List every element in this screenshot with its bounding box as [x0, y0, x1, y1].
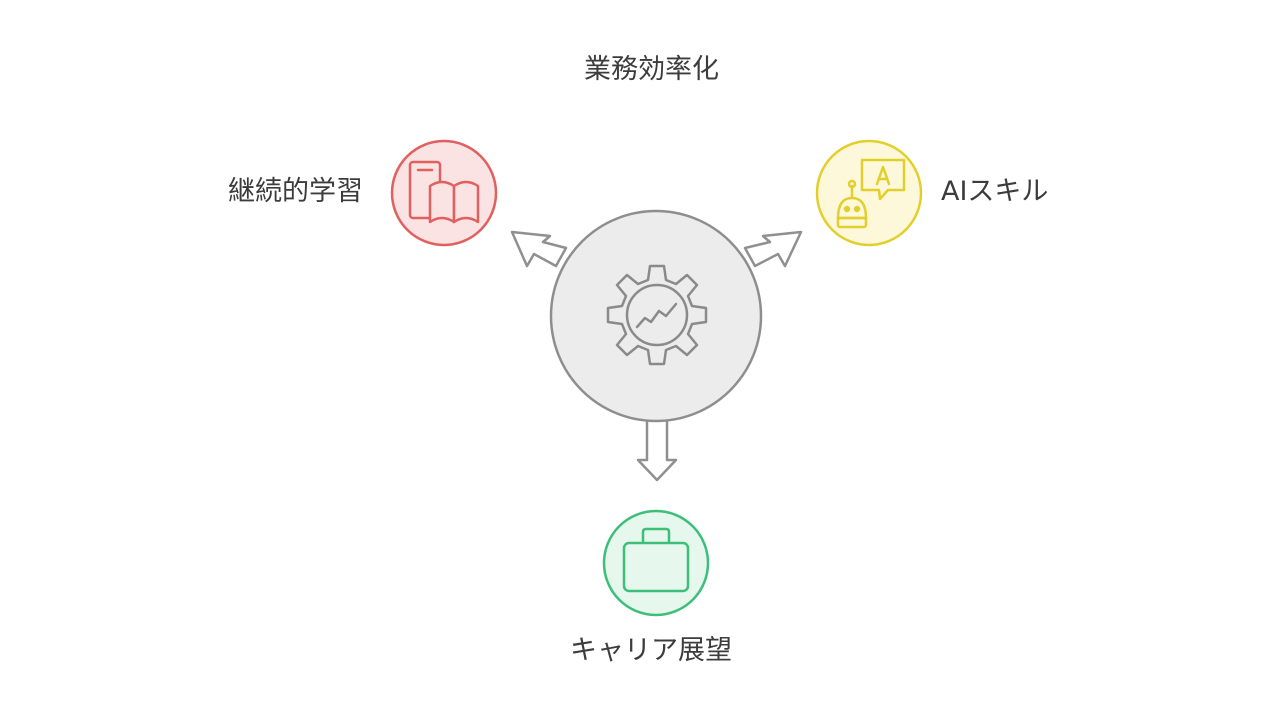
robot-chat-icon	[836, 158, 906, 229]
tablet-book-icon	[408, 160, 480, 224]
arrow-to-career	[636, 416, 678, 482]
ai-skill-label: AIスキル	[941, 176, 1049, 207]
ai-skill-circle	[815, 139, 923, 247]
learning-label: 継続的学習	[228, 176, 363, 207]
arrow-to-learning	[510, 230, 568, 268]
career-circle	[602, 509, 710, 617]
career-label: キャリア展望	[570, 635, 732, 666]
center-label: 業務効率化	[584, 54, 719, 85]
gear-chart-icon	[606, 264, 708, 366]
briefcase-icon	[622, 527, 690, 593]
arrow-to-ai	[743, 230, 803, 268]
